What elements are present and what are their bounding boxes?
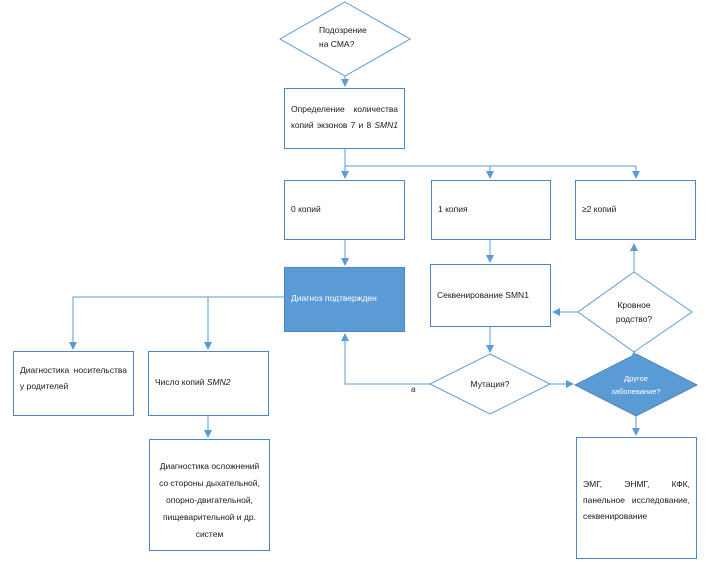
- smn2-count-prefix: Число копий: [155, 377, 207, 387]
- complications-box: Диагностика осложнений со стороны дыхате…: [149, 439, 270, 551]
- tests-line2: панельное исследование,: [583, 495, 690, 505]
- carrier-diagnostics-line2: у родителей: [20, 381, 69, 391]
- smn2-count-gene: SMN2: [206, 377, 231, 387]
- carrier-diagnostics-line1: Диагностика носительства: [20, 365, 127, 375]
- sma-question-line2: на СМА?: [319, 39, 355, 49]
- two-plus-copies-label: ≥2 копий: [582, 204, 617, 214]
- diamond-mutation: [428, 353, 552, 415]
- smn2-count-box: Число копий SMN2: [148, 351, 269, 416]
- complications-line2: со стороны дыхательной,: [159, 478, 260, 488]
- mutation-label: Мутация?: [470, 379, 510, 389]
- edge-count-split: [344, 149, 636, 167]
- other-disease-label: Другое заболевание?: [596, 372, 676, 398]
- complications-line5: систем: [195, 529, 224, 539]
- one-copy-box: 1 копия: [431, 180, 551, 240]
- tests-line3: секвенирование: [583, 511, 648, 521]
- consanguinity-line2: родство?: [615, 314, 653, 324]
- sequencing-label: Секвенирование SMN1: [437, 290, 529, 300]
- copy-count-gene: SMN1: [374, 120, 398, 130]
- edge-diagnosis-split: [69, 296, 284, 350]
- copy-count-line1: Определение количества: [291, 104, 398, 114]
- complications-line3: опорно-двигательной,: [166, 495, 253, 505]
- copy-count-line2-prefix: копий экзонов 7 и 8: [291, 120, 375, 130]
- edge-label-mutation-yes: а: [411, 385, 416, 394]
- copy-count-box: Определение количества копий экзонов 7 и…: [284, 88, 405, 149]
- diagnosis-confirmed-box: Диагноз подтвержден: [284, 267, 405, 332]
- consanguinity-label: Кровное родство?: [604, 298, 664, 326]
- one-copy-label: 1 копия: [438, 204, 468, 214]
- tests-box: ЭМГ, ЭНМГ, КФК, панельное исследование, …: [576, 437, 697, 559]
- carrier-diagnostics-box: Диагностика носительства у родителей: [13, 351, 134, 416]
- zero-copies-box: 0 копий: [284, 180, 405, 240]
- other-disease-line2: заболевание?: [611, 387, 661, 396]
- diagnosis-confirmed-label: Диагноз подтвержден: [291, 293, 377, 303]
- complications-line4: пищеварительной и др.: [163, 512, 256, 522]
- copy-count-line2: копий экзонов 7 и 8 SMN1: [291, 117, 398, 133]
- complications-line1: Диагностика осложнений: [159, 461, 260, 471]
- edge-mutation-to-diagnosis: [341, 333, 430, 385]
- sma-question-label: Подозрение на СМА?: [305, 23, 399, 51]
- zero-copies-label: 0 копий: [291, 204, 321, 214]
- sequencing-box: Секвенирование SMN1: [430, 264, 551, 327]
- sma-question-line1: Подозрение: [319, 25, 367, 35]
- two-plus-copies-box: ≥2 копий: [575, 180, 696, 240]
- other-disease-line1: Другое: [624, 374, 648, 383]
- tests-line1: ЭМГ, ЭНМГ, КФК,: [583, 479, 690, 489]
- consanguinity-line1: Кровное: [617, 300, 651, 310]
